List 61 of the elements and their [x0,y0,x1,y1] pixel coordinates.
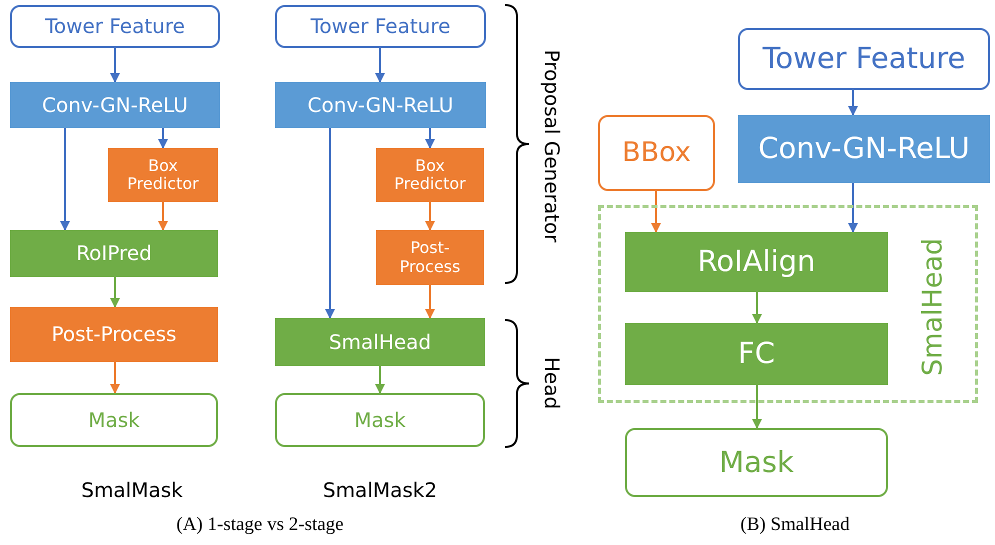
arrow [752,292,762,324]
process-box [625,323,888,385]
node-label: Tower Feature [45,15,185,38]
caption: (A) 1-stage vs 2-stage [176,514,344,536]
column-label: SmalMask [81,478,183,502]
bracket-label: Head [540,356,564,410]
process-box [625,232,888,292]
node-label: BBox [622,137,691,169]
node-label: Mask [354,408,406,432]
node-label: RoIAlign [698,245,816,279]
node-label: Mask [719,446,794,480]
output-box [625,428,888,497]
node-label: RoIPred [76,242,152,265]
arrow [110,277,120,308]
arrow [375,48,385,83]
node-label: Conv-GN-ReLU [758,132,970,166]
node-label: Post-Process [52,323,176,346]
arrow [425,202,435,231]
process-box [376,230,484,285]
output-box [10,393,218,447]
caption: (B) SmalHead [740,514,850,536]
node-label: Box Predictor [126,156,200,194]
process-box [738,115,990,183]
process-box [376,148,484,202]
input-box [598,115,715,191]
process-box [108,148,218,202]
arrow [651,191,661,233]
arrow [158,128,168,149]
module-group [598,205,978,403]
input-box [738,28,990,90]
arrow [60,128,70,231]
process-box [10,82,220,128]
arrow [752,385,762,429]
column-label: SmalMask2 [322,478,438,502]
process-box [10,307,218,362]
node-label: Tower Feature [310,15,450,38]
node-label: Post-Process [398,239,462,276]
arrow [158,202,168,231]
input-box [10,5,220,48]
node-label: Conv-GN-ReLU [42,94,188,116]
arrow [110,362,120,394]
arrow [425,128,435,149]
node-label: FC [738,337,775,371]
group-title: SmalHead [917,238,949,376]
node-label: SmalHead [328,330,432,354]
process-box [10,230,218,277]
output-box [275,393,485,447]
arrow [848,90,858,116]
process-box [275,318,485,366]
node-label: Conv-GN-ReLU [308,94,454,116]
node-label: Mask [88,408,140,432]
input-box [275,5,486,48]
bracket-label: Proposal Generator [540,50,564,242]
arrow [425,285,435,319]
node-label: Box Predictor [394,156,466,194]
arrow [325,128,335,319]
process-box [275,82,486,128]
arrow [848,183,858,233]
arrow [375,366,385,394]
arrow [110,48,120,83]
node-label: Tower Feature [762,42,966,76]
